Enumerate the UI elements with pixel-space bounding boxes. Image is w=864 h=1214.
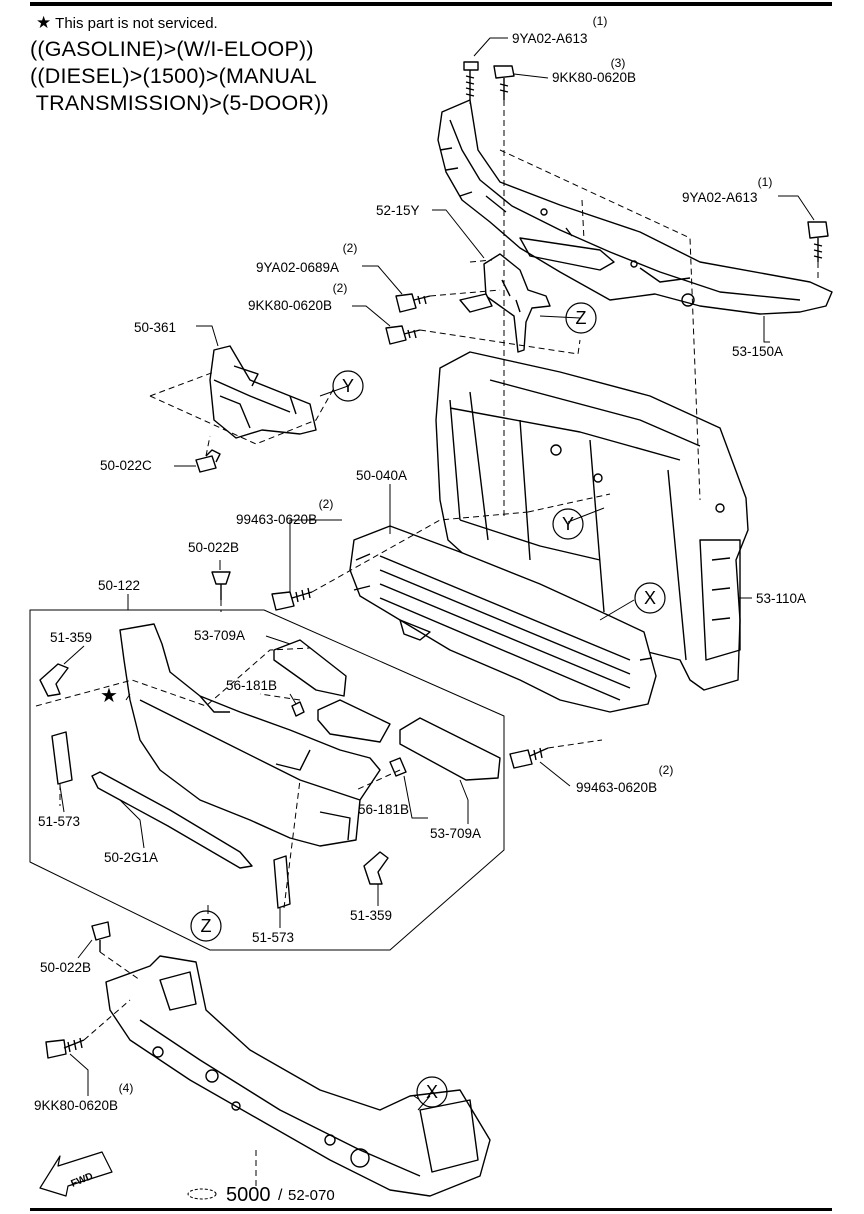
label-53-709a-b: 53-709A: [430, 826, 481, 841]
bolt-shutter-left: [271, 587, 313, 611]
label-51-359-b: 51-359: [350, 908, 392, 923]
bolt-shutter-right: [509, 747, 549, 769]
marker-y-left-letter: Y: [342, 376, 354, 396]
hood-latch-bracket: [459, 253, 551, 353]
ref-separator: /: [278, 1187, 283, 1204]
bolt-top-1: [463, 61, 479, 100]
not-serviced-note: ★ This part is not serviced.: [36, 14, 218, 32]
label-53-110a: 53-110A: [756, 591, 806, 606]
qty-9ya02-a613-a: (1): [593, 14, 608, 28]
label-56-181b-a: 56-181B: [226, 678, 277, 693]
bracket-51-359-bottom: [363, 851, 389, 885]
label-9ya02-a613-b: 9YA02-A613: [682, 190, 758, 205]
label-53-709a-a: 53-709A: [194, 628, 245, 643]
marker-x-right-letter: X: [644, 588, 656, 608]
bracket-51-359-top: [39, 663, 69, 697]
label-50-2g1a: 50-2G1A: [104, 850, 158, 865]
marker-z-top: [565, 302, 597, 334]
grille-shutter-assembly: [349, 525, 657, 713]
condition-line-2: ((DIESEL)>(1500)>(MANUAL: [30, 64, 317, 88]
assembly-lines: [35, 100, 819, 1186]
label-9ya02-0689a: 9YA02-0689A: [256, 260, 339, 275]
label-9ya02-a613-a: 9YA02-A613: [512, 31, 588, 46]
label-56-181b-b: 56-181B: [358, 802, 409, 817]
marker-y-left: [332, 370, 364, 402]
radiator-core-support: [435, 351, 749, 691]
qty-9ya02-a613-b: (1): [758, 175, 773, 189]
label-51-573-b: 51-573: [252, 930, 294, 945]
bolt-bracket-1: [395, 293, 431, 313]
marker-z-bottom: [190, 910, 222, 942]
absorber-top-left: [273, 639, 347, 697]
label-52-15y: 52-15Y: [376, 203, 420, 218]
bolt-right-top: [807, 221, 829, 262]
condition-line-1: ((GASOLINE)>(W/I-ELOOP)): [30, 37, 314, 61]
label-50-022c: 50-022C: [100, 458, 152, 473]
label-51-359-a: 51-359: [50, 630, 92, 645]
label-9kk80-0620b-b: 9KK80-0620B: [248, 298, 332, 313]
label-9kk80-0620b-a: 9KK80-0620B: [552, 70, 636, 85]
star-mark-icon: ★: [100, 685, 118, 707]
leader-lines: [59, 37, 815, 1111]
marker-y-right: [552, 508, 584, 540]
bolt-top-2: [493, 65, 515, 100]
marker-z-bottom-letter: Z: [201, 916, 212, 936]
note-text: This part is not serviced.: [55, 15, 218, 32]
marker-y-right-letter: Y: [562, 514, 574, 534]
bottom-rule: [30, 1208, 832, 1211]
qty-99463-0620b-a: (2): [319, 497, 334, 511]
absorber-right: [399, 717, 501, 781]
qty-9kk80-0620b-a: (3): [611, 56, 626, 70]
clip-50-022c: [195, 449, 221, 473]
qty-9ya02-0689a: (2): [343, 241, 358, 255]
label-9kk80-0620b-c: 9KK80-0620B: [34, 1098, 118, 1113]
label-50-022b-b: 50-022B: [40, 960, 91, 975]
marker-letters: Z Y Y X Z X: [201, 308, 657, 1102]
label-53-150a: 53-150A: [732, 344, 783, 359]
upper-radiator-support: [437, 99, 833, 315]
bumper-group-frame: [29, 609, 505, 951]
label-50-022b-a: 50-022B: [188, 540, 239, 555]
star-icon: ★: [36, 13, 52, 32]
seal-51-573-right: [273, 855, 291, 909]
marker-x-right: [634, 582, 666, 614]
label-99463-0620b-a: 99463-0620B: [236, 512, 317, 527]
label-50-361: 50-361: [134, 320, 176, 335]
qty-99463-0620b-b: (2): [659, 763, 674, 777]
applicability-conditions: ((GASOLINE)>(W/I-ELOOP)) ((DIESEL)>(1500)…: [30, 36, 329, 117]
label-51-573-a: 51-573: [38, 814, 80, 829]
seal-51-573-left: [51, 731, 73, 785]
lower-bumper-beam: [105, 955, 491, 1197]
top-rule: [30, 2, 832, 6]
ref-sub: 52-070: [288, 1187, 335, 1204]
clip-50-022b-upper: [211, 571, 231, 600]
absorber-mid: [317, 699, 391, 743]
marker-z-top-letter: Z: [576, 308, 587, 328]
label-99463-0620b-b: 99463-0620B: [576, 780, 657, 795]
air-guide-left: [209, 345, 317, 439]
qty-9kk80-0620b-b: (2): [333, 281, 348, 295]
label-50-122: 50-122: [98, 578, 140, 593]
marker-x-bottom-letter: X: [426, 1082, 438, 1102]
fwd-arrow-icon: [39, 1151, 113, 1197]
callout-labels: (1) 9YA02-A613 (3) 9KK80-0620B (1) 9YA02…: [34, 14, 806, 1113]
bolt-9kk80-lower: [45, 1037, 85, 1059]
clip-50-022b-lower: [91, 921, 111, 952]
condition-line-3: TRANSMISSION)>(5-DOOR)): [30, 91, 329, 115]
qty-9kk80-0620b-c: (4): [119, 1081, 134, 1095]
reference-tag-icon: [187, 1188, 217, 1200]
fastener-56-181b-a: [291, 701, 305, 717]
bumper-reinforcement-50-122: [119, 623, 381, 847]
fastener-56-181b-b: [389, 757, 407, 777]
bolt-bracket-2: [385, 325, 421, 345]
marker-x-bottom: [416, 1076, 448, 1108]
ref-main: 5000: [226, 1184, 271, 1206]
label-50-040a: 50-040A: [356, 468, 407, 483]
